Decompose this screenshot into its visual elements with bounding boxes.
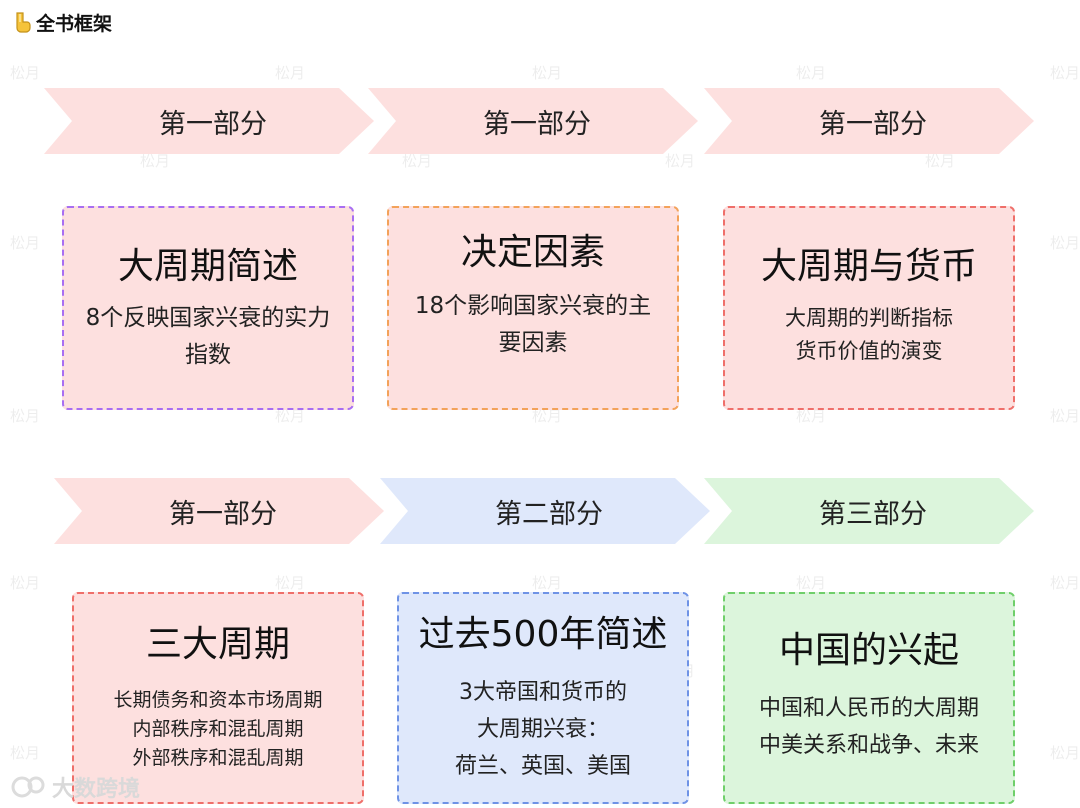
card-rise-of-china: 中国的兴起 中国和人民币的大周期 中美关系和战争、未来 <box>723 592 1015 804</box>
watermark-text: 松月 <box>10 744 41 762</box>
watermark-text: 松月 <box>1050 744 1080 762</box>
footer-logo: 大数跨境 <box>10 772 140 802</box>
watermark-text: 松月 <box>10 407 41 425</box>
card-determinants: 决定因素 18个影响国家兴衰的主 要因素 <box>387 206 679 410</box>
section-arrow-4: 第一部分 <box>54 478 384 544</box>
card-title: 大周期与货币 <box>760 246 977 287</box>
watermark-text: 松月 <box>1050 64 1080 82</box>
watermark-text: 松月 <box>10 574 41 592</box>
arrow-shape-1 <box>44 88 374 154</box>
section-arrow-1: 第一部分 <box>44 88 374 154</box>
arrow-label-5: 第二部分 <box>495 498 603 530</box>
card-line: 荷兰、英国、美国 <box>454 754 631 779</box>
card-line: 指数 <box>185 342 231 368</box>
pointing-hand-icon <box>16 12 31 33</box>
card-line: 8个反映国家兴衰的实力 <box>85 305 331 331</box>
card-line: 大周期兴衰： <box>476 717 609 742</box>
card-body: 8个反映国家兴衰的实力 指数 <box>64 300 352 374</box>
watermark-text: 松月 <box>10 64 41 82</box>
section-arrow-6: 第三部分 <box>704 478 1034 544</box>
card-line: 大周期的判断指标 <box>785 306 953 330</box>
card-cycle-and-money: 大周期与货币 大周期的判断指标 货币价值的演变 <box>723 206 1015 410</box>
arrow-label-6: 第三部分 <box>819 498 927 530</box>
section-arrow-5: 第二部分 <box>380 478 710 544</box>
footer-logo-text: 大数跨境 <box>52 777 141 802</box>
arrow-shape-2 <box>368 88 698 154</box>
card-body: 18个影响国家兴衰的主 要因素 <box>389 288 677 362</box>
card-line: 中国和人民币的大周期 <box>758 696 979 721</box>
card-line: 18个影响国家兴衰的主 <box>414 293 652 319</box>
arrow-label-4: 第一部分 <box>169 498 277 530</box>
card-three-cycles: 三大周期 长期债务和资本市场周期 内部秩序和混乱周期 外部秩序和混乱周期 <box>72 592 364 804</box>
watermark-text: 松月 <box>796 574 827 592</box>
arrow-shape-4 <box>54 478 384 544</box>
arrow-label-2: 第一部分 <box>483 108 591 140</box>
card-line: 要因素 <box>498 330 568 356</box>
card-great-cycle-overview: 大周期简述 8个反映国家兴衰的实力 指数 <box>62 206 354 410</box>
card-past-500-years: 过去500年简述 3大帝国和货币的 大周期兴衰： 荷兰、英国、美国 <box>397 592 689 804</box>
card-line: 货币价值的演变 <box>795 339 943 363</box>
card-title: 决定因素 <box>460 232 605 273</box>
watermark-text: 松月 <box>1050 574 1080 592</box>
card-title: 中国的兴起 <box>778 630 959 671</box>
card-title: 三大周期 <box>145 624 290 665</box>
watermark-text: 松月 <box>532 64 563 82</box>
card-body: 大周期的判断指标 货币价值的演变 <box>725 302 1013 368</box>
watermark-text: 松月 <box>796 64 827 82</box>
card-line: 长期债务和资本市场周期 <box>113 689 323 711</box>
card-body: 中国和人民币的大周期 中美关系和战争、未来 <box>725 690 1013 764</box>
card-line: 内部秩序和混乱周期 <box>132 718 304 740</box>
arrow-label-1: 第一部分 <box>159 108 267 140</box>
card-body: 长期债务和资本市场周期 内部秩序和混乱周期 外部秩序和混乱周期 <box>74 686 362 773</box>
section-arrow-2: 第一部分 <box>368 88 698 154</box>
card-line: 外部秩序和混乱周期 <box>132 747 304 769</box>
watermark-text: 松月 <box>532 574 563 592</box>
arrow-shape-3 <box>704 88 1034 154</box>
card-title: 大周期简述 <box>117 246 298 287</box>
watermark-text: 松月 <box>1050 407 1080 425</box>
card-line: 3大帝国和货币的 <box>459 680 627 705</box>
watermark-text: 松月 <box>275 574 306 592</box>
brand-logo-icon <box>11 776 45 798</box>
watermark-text: 松月 <box>1050 234 1080 252</box>
arrow-label-3: 第一部分 <box>819 108 927 140</box>
page-title: 全书框架 <box>36 12 113 35</box>
arrow-shape-5 <box>380 478 710 544</box>
watermark-text: 松月 <box>275 64 306 82</box>
watermark-text: 松月 <box>10 234 41 252</box>
card-body: 3大帝国和货币的 大周期兴衰： 荷兰、英国、美国 <box>399 674 687 785</box>
page-header: 全书框架 <box>14 8 112 36</box>
card-line: 中美关系和战争、未来 <box>758 733 979 758</box>
card-title: 过去500年简述 <box>418 614 668 655</box>
arrow-shape-6 <box>704 478 1034 544</box>
section-arrow-3: 第一部分 <box>704 88 1034 154</box>
